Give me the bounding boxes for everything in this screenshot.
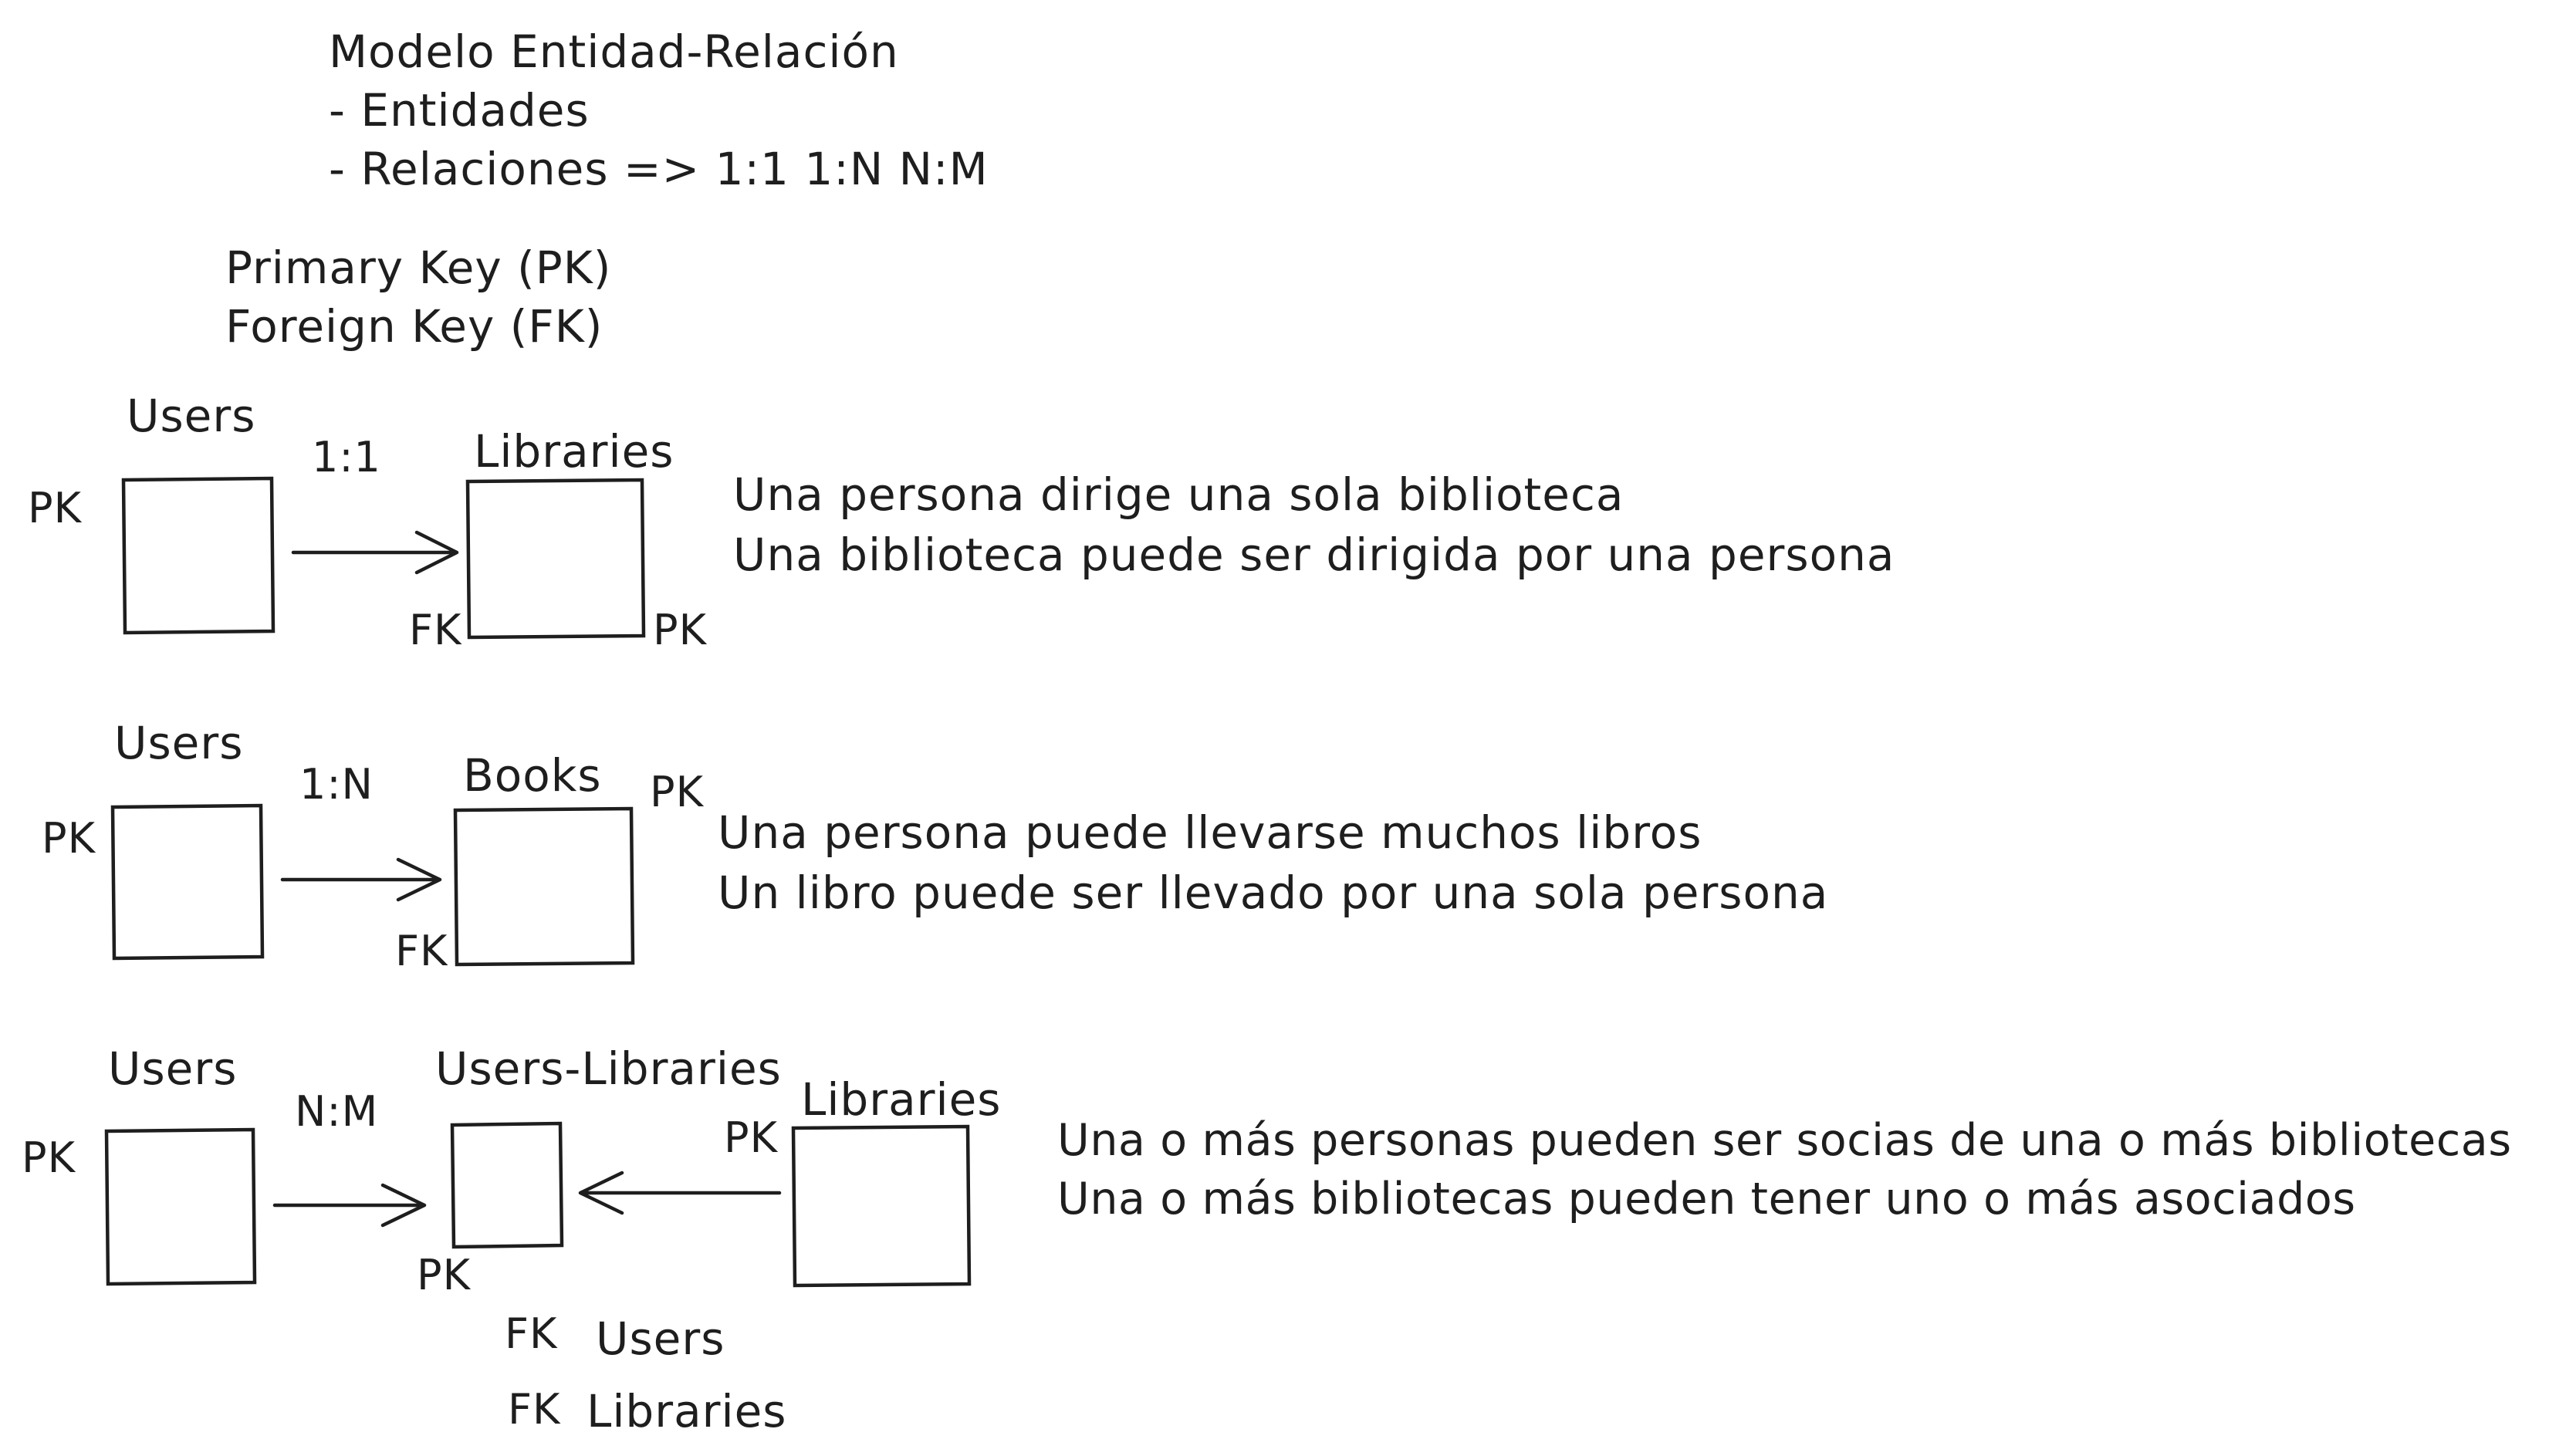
libraries-entity-box-1to1 xyxy=(465,478,646,640)
one-to-one-arrow xyxy=(291,530,459,575)
books-entity-box xyxy=(453,806,635,967)
users-pk-label-1toN: PK xyxy=(42,814,96,863)
users-libraries-join-box xyxy=(450,1121,564,1249)
users-entity-box-NtoM xyxy=(104,1127,257,1286)
users-label-1toN: Users xyxy=(114,717,244,769)
one-to-one-description-2: Una biblioteca puede ser dirigida por un… xyxy=(733,529,1895,581)
cardinality-NtoM: N:M xyxy=(295,1087,379,1136)
books-pk-label: PK xyxy=(650,768,704,816)
cardinality-1toN: 1:N xyxy=(299,760,374,809)
fk-libraries-key: FK xyxy=(508,1385,561,1434)
books-fk-label: FK xyxy=(395,927,448,975)
many-to-many-description-2: Una o más bibliotecas pueden tener uno o… xyxy=(1057,1174,2356,1225)
foreign-key-note: Foreign Key (FK) xyxy=(225,300,603,353)
many-to-many-right-arrow xyxy=(578,1171,782,1215)
one-to-one-description-1: Una persona dirige una sola biblioteca xyxy=(733,468,1624,521)
fk-libraries-label: Libraries xyxy=(587,1385,787,1437)
users-libraries-pk-label: PK xyxy=(417,1251,471,1299)
one-to-many-arrow xyxy=(280,857,442,902)
users-libraries-label: Users-Libraries xyxy=(435,1042,782,1095)
one-to-many-description-2: Un libro puede ser llevado por una sola … xyxy=(718,867,1829,919)
one-to-many-description-1: Una persona puede llevarse muchos libros xyxy=(718,806,1702,859)
libraries-label-NtoM: Libraries xyxy=(801,1073,1002,1126)
users-label-NtoM: Users xyxy=(108,1042,238,1095)
cardinality-1to1: 1:1 xyxy=(312,433,381,481)
many-to-many-left-arrow xyxy=(272,1183,427,1228)
users-entity-box-1to1 xyxy=(121,476,276,635)
bullet-entities: - Entidades xyxy=(329,84,590,137)
primary-key-note: Primary Key (PK) xyxy=(225,242,612,294)
libraries-fk-label-1to1: FK xyxy=(409,606,462,654)
libraries-pk-label-1to1: PK xyxy=(653,606,707,654)
users-pk-label-1to1: PK xyxy=(28,484,82,532)
users-pk-label-NtoM: PK xyxy=(22,1133,76,1182)
books-label: Books xyxy=(463,749,602,802)
libraries-entity-box-NtoM xyxy=(791,1124,972,1288)
users-entity-box-1toN xyxy=(110,803,265,961)
users-label-1to1: Users xyxy=(127,390,256,442)
libraries-pk-label-NtoM: PK xyxy=(724,1113,778,1162)
fk-users-key: FK xyxy=(505,1309,558,1358)
diagram-title: Modelo Entidad-Relación xyxy=(329,25,899,78)
bullet-relations: - Relaciones => 1:1 1:N N:M xyxy=(329,143,989,195)
libraries-label-1to1: Libraries xyxy=(474,425,674,478)
fk-users-label: Users xyxy=(596,1312,725,1365)
many-to-many-description-1: Una o más personas pueden ser socias de … xyxy=(1057,1115,2512,1166)
